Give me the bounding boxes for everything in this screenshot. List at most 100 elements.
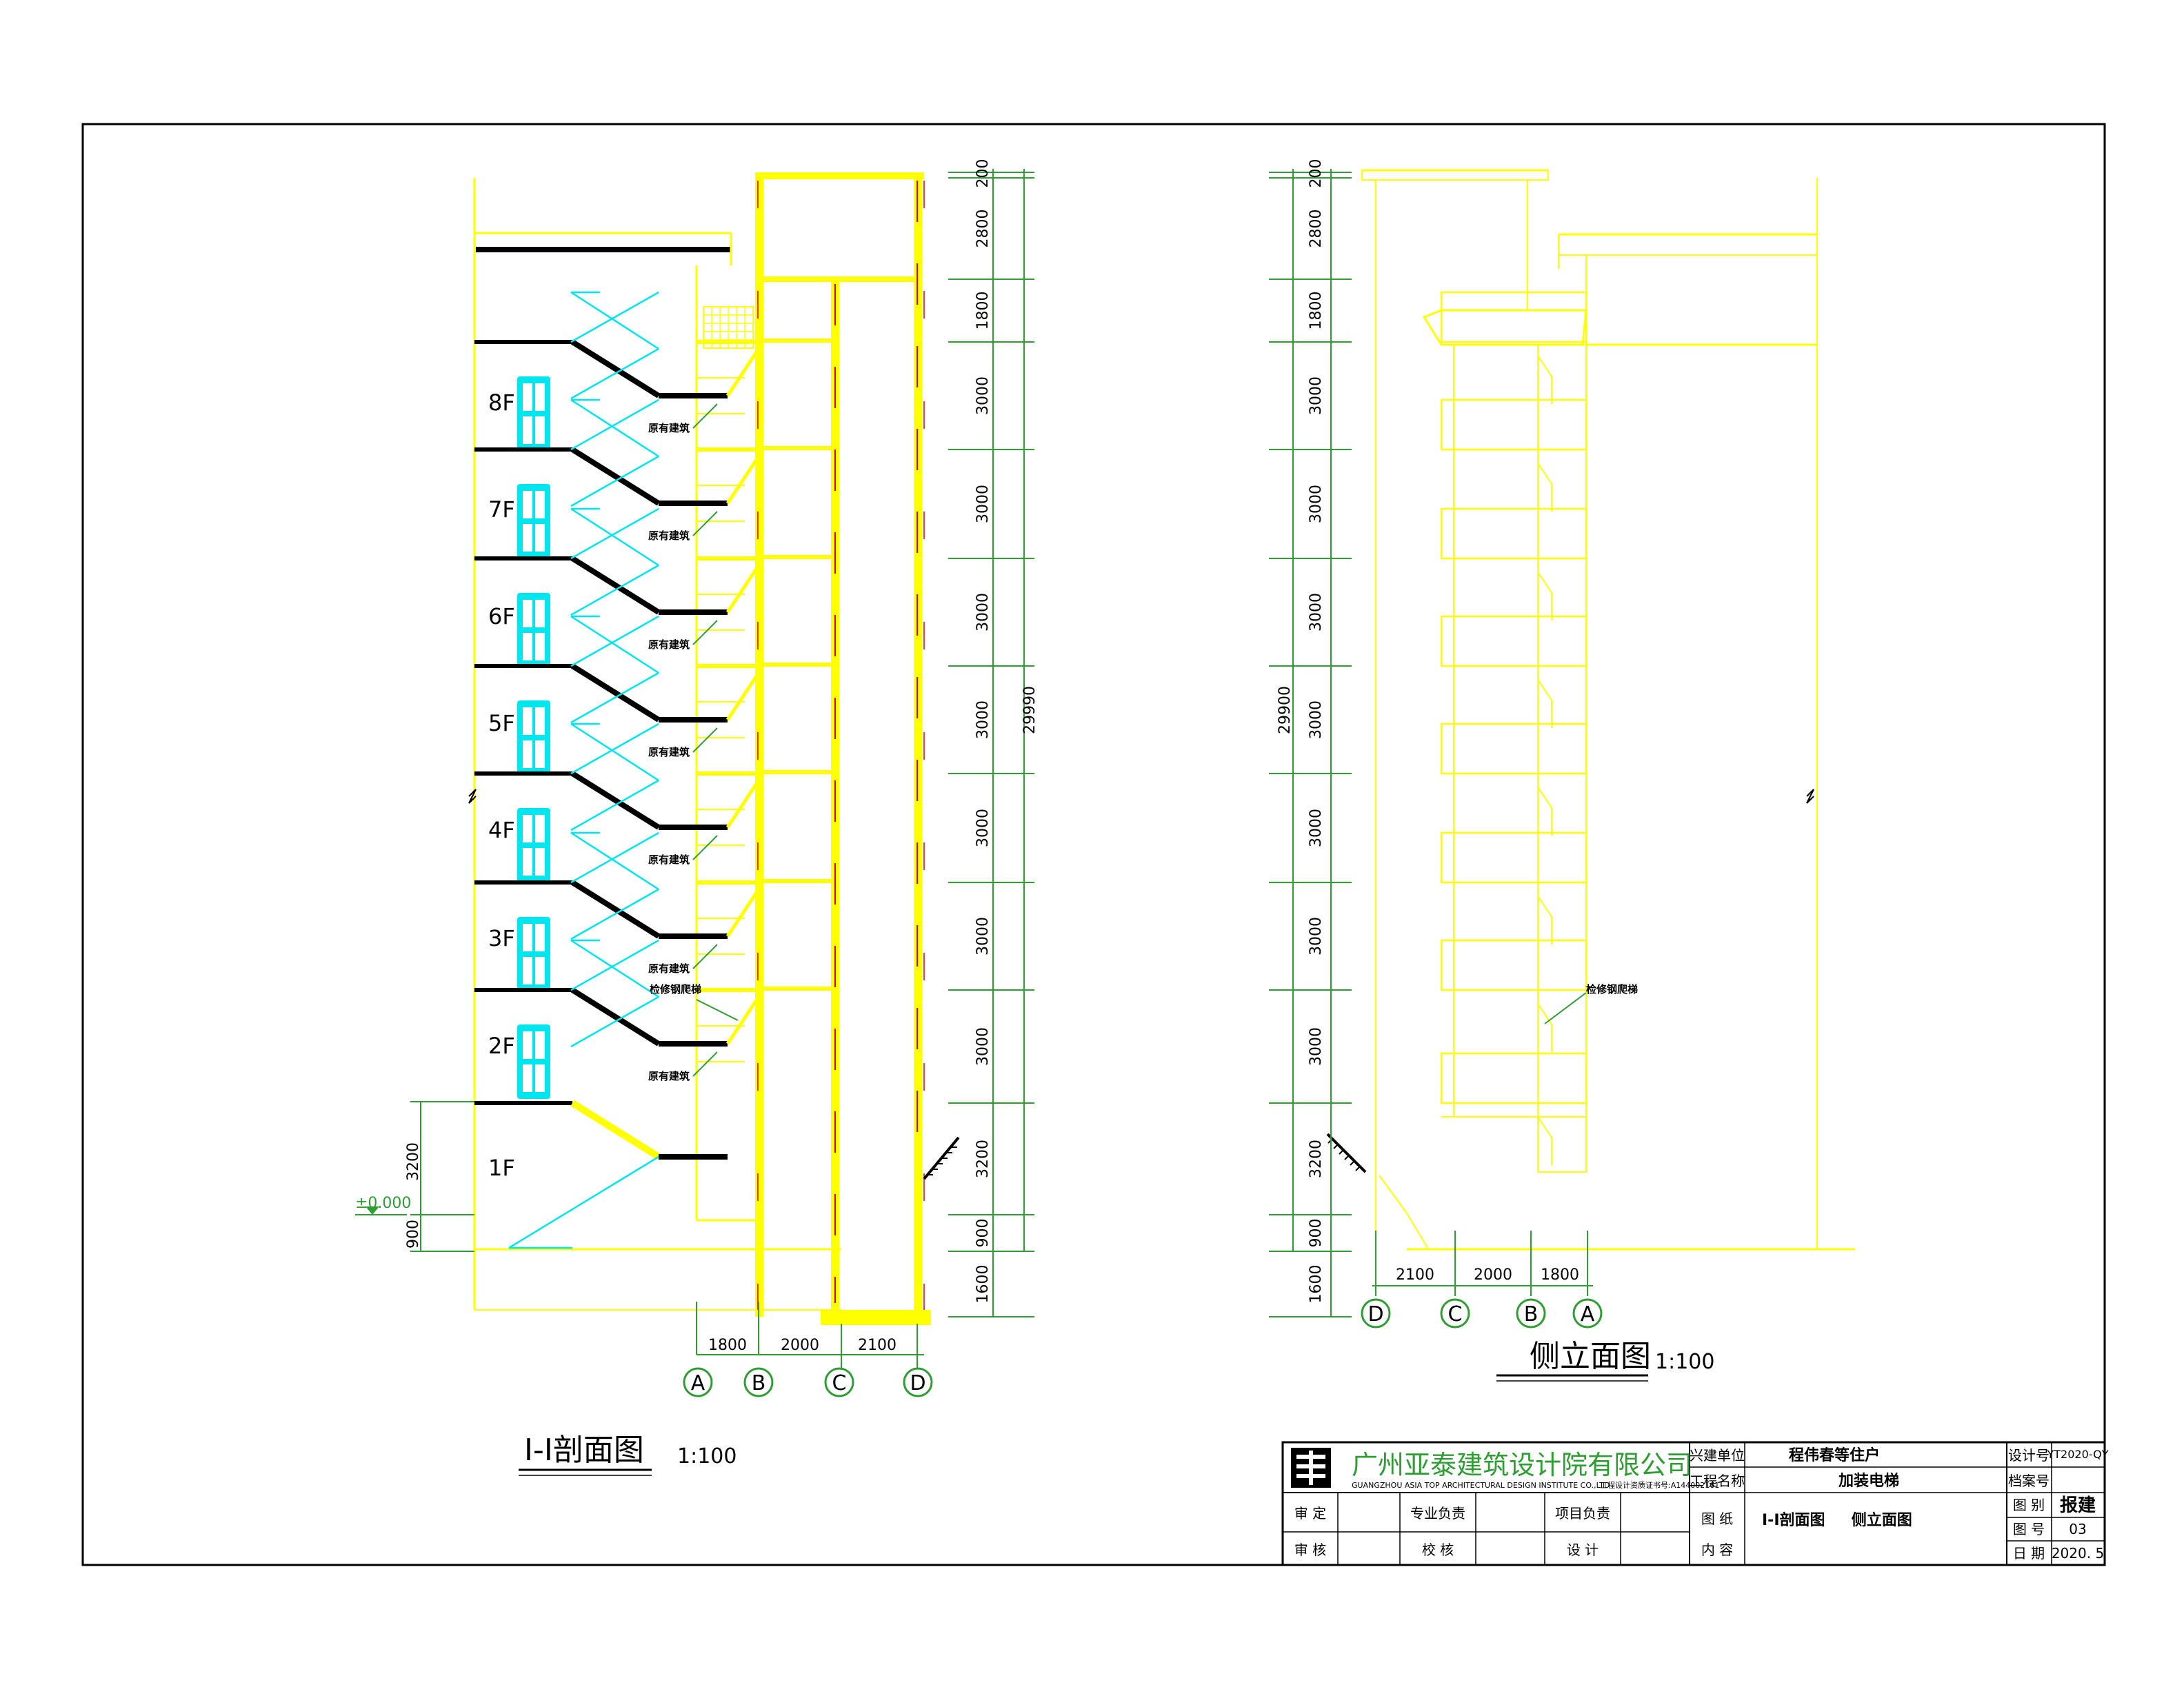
- project-label: 工程名称: [1690, 1473, 1745, 1489]
- design-label: 设 计: [1567, 1542, 1599, 1558]
- door-icon: [517, 484, 550, 558]
- floor-label: 2F: [488, 1033, 515, 1059]
- elevation-left-dim: 3000: [1308, 1027, 1325, 1066]
- door-icon: [517, 1024, 550, 1099]
- elevation-bottom-dim-3: 1800: [1541, 1266, 1579, 1284]
- section-title: I-I剖面图: [524, 1433, 644, 1468]
- section-axis-C: C: [824, 1367, 854, 1397]
- existing-building-note: 原有建筑: [648, 529, 690, 542]
- svg-text:A: A: [1581, 1302, 1595, 1326]
- drawing-label-2: 内 容: [1701, 1542, 1733, 1558]
- level-label: ±0.000: [355, 1195, 411, 1212]
- elevation-axis-D: D: [1361, 1298, 1391, 1329]
- floor-label: 4F: [488, 817, 515, 843]
- section-right-dim: 3000: [974, 809, 992, 847]
- elevation-left-dim: 900: [1308, 1219, 1325, 1248]
- section-axis-A: A: [683, 1367, 713, 1397]
- elevation-total-dim: 29900: [1276, 686, 1294, 734]
- drawing-content: I-I剖面图 侧立面图: [1762, 1511, 1912, 1529]
- section-scale: 1:100: [677, 1444, 737, 1468]
- project-value: 加装电梯: [1838, 1472, 1899, 1490]
- company-logo: [1291, 1448, 1331, 1488]
- elevation-left-dim: 3000: [1308, 917, 1325, 956]
- proofread-label: 校 核: [1422, 1542, 1454, 1558]
- existing-building-note: 原有建筑: [648, 1070, 690, 1082]
- sheet-value: 03: [2069, 1521, 2086, 1537]
- svg-text:D: D: [1367, 1302, 1383, 1326]
- ladder-note: 检修钢爬梯: [650, 983, 701, 996]
- floor-label: 1F: [488, 1155, 515, 1181]
- section-right-dim: 3000: [974, 917, 992, 956]
- elevation-scale: 1:100: [1655, 1350, 1714, 1374]
- existing-building-note: 原有建筑: [648, 962, 690, 975]
- section-total-dim: 29990: [1021, 686, 1039, 734]
- elevation-left-dim: 3000: [1308, 485, 1325, 523]
- door-icon: [517, 808, 550, 882]
- section-right-dim: 3000: [974, 376, 992, 415]
- elevation-left-dim: 2800: [1308, 210, 1325, 248]
- floor-label: 5F: [488, 710, 515, 736]
- section-bottom-dim-1: 1800: [708, 1337, 747, 1354]
- section-left-dim-1: 3200: [405, 1142, 422, 1181]
- svg-text:B: B: [1524, 1302, 1539, 1326]
- elevation-left-dim: 3000: [1308, 700, 1325, 739]
- elevation-left-dim: 1800: [1308, 292, 1325, 330]
- door-icon: [517, 593, 550, 667]
- section-axis-D: D: [903, 1367, 933, 1397]
- existing-building-note: 原有建筑: [648, 422, 690, 434]
- company-license: 工程设计资质证书号:A144002161: [1600, 1481, 1719, 1490]
- elevation-left-dim: 3000: [1308, 376, 1325, 415]
- door-icon: [517, 376, 550, 451]
- section-right-dim: 3200: [974, 1140, 992, 1178]
- section-right-dim: 2800: [974, 210, 992, 248]
- elevation-left-dim: 3000: [1308, 593, 1325, 632]
- elevation-title: 侧立面图: [1530, 1339, 1651, 1374]
- sheet-border: [81, 123, 2106, 1566]
- section-bottom-dim-3: 2100: [858, 1337, 896, 1354]
- section-right-dim: 900: [974, 1219, 992, 1248]
- section-right-dim: 3000: [974, 700, 992, 739]
- elevation-bottom-dim-2: 2000: [1474, 1266, 1512, 1284]
- section-right-dim: 3000: [974, 593, 992, 632]
- elevation-axis-C: C: [1440, 1298, 1470, 1329]
- section-right-dim: 3000: [974, 1027, 992, 1066]
- category-label: 图 别: [2013, 1497, 2045, 1513]
- floor-label: 3F: [488, 925, 515, 951]
- existing-building-note: 原有建筑: [648, 853, 690, 866]
- section-drawing: 原有建筑8F原有建筑7F原有建筑6F原有建筑5F原有建筑4F原有建筑3F原有建筑…: [355, 159, 1039, 1476]
- design-no-label: 设计号: [2008, 1447, 2050, 1464]
- door-icon: [517, 700, 550, 775]
- elevation-left-dim: 1600: [1308, 1265, 1325, 1304]
- existing-building-note: 原有建筑: [648, 638, 690, 651]
- design-no-value: YT2020-QY: [2047, 1448, 2109, 1461]
- svg-text:D: D: [910, 1371, 925, 1395]
- elevation-drawing: 200 2800 1800 3000 3000 3000 3000 3000 3000 3000 3…: [468, 159, 1855, 1382]
- client-label: 兴建单位: [1690, 1447, 1745, 1464]
- sheet-label: 图 号: [2013, 1521, 2045, 1537]
- section-left-dim-2: 900: [405, 1220, 422, 1249]
- svg-text:A: A: [691, 1371, 705, 1395]
- elevation-bottom-dim-1: 2100: [1396, 1266, 1434, 1284]
- discipline-lead-label: 专业负责: [1410, 1505, 1465, 1522]
- date-label: 日 期: [2013, 1545, 2045, 1562]
- section-right-dim: 1800: [974, 292, 992, 330]
- date-value: 2020. 5: [2052, 1545, 2104, 1562]
- door-icon: [517, 917, 550, 991]
- review-label: 审 定: [1294, 1505, 1326, 1522]
- elevation-ladder-note: 检修钢爬梯: [1586, 983, 1638, 996]
- section-bottom-dim-2: 2000: [781, 1337, 819, 1354]
- elevation-axis-B: B: [1516, 1298, 1546, 1329]
- svg-text:C: C: [832, 1371, 847, 1395]
- client-value: 程伟春等住户: [1789, 1446, 1880, 1464]
- section-axis-B: B: [743, 1367, 774, 1397]
- floor-label: 8F: [488, 390, 515, 416]
- floor-label: 6F: [488, 603, 515, 629]
- check-label: 审 核: [1294, 1542, 1326, 1558]
- title-block: 广州亚泰建筑设计院有限公司 GUANGZHOU ASIA TOP ARCHITE…: [1281, 1441, 2109, 1566]
- elevation-left-dim: 200: [1308, 159, 1325, 188]
- floor-label: 7F: [488, 496, 515, 523]
- category-value: 报建: [2060, 1495, 2096, 1516]
- company-name: 广州亚泰建筑设计院有限公司: [1352, 1450, 1692, 1480]
- section-right-dim: 1600: [974, 1265, 992, 1304]
